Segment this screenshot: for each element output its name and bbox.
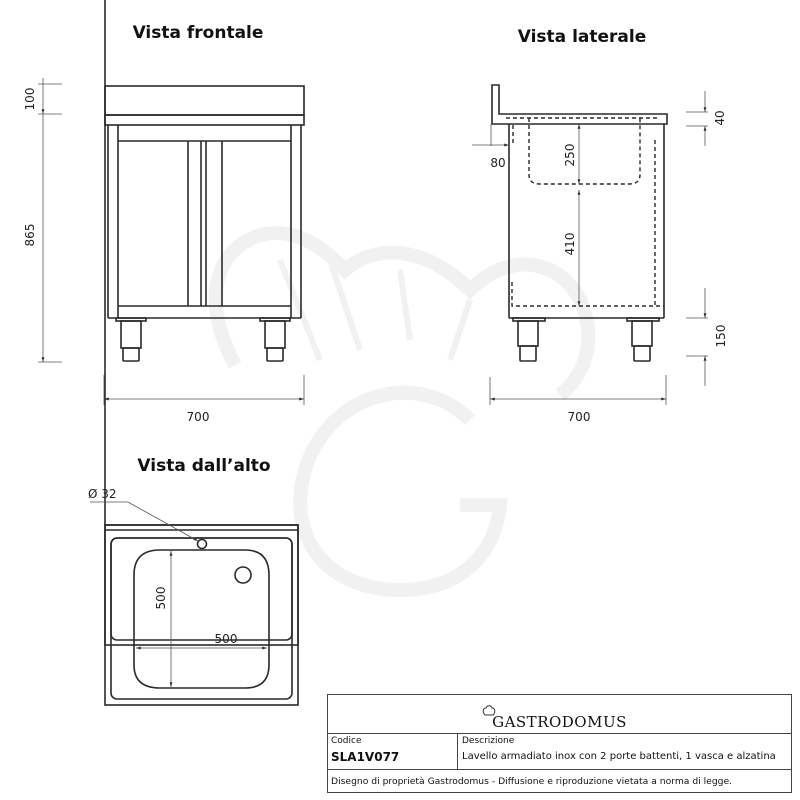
brand-logo: GASTRODOMUS <box>482 705 627 733</box>
top-view: Ø 32 500 500 <box>88 0 299 706</box>
side-leg-height-dim: 150 <box>714 325 728 348</box>
front-width-dim: 700 <box>187 410 210 424</box>
side-view-title: Vista laterale <box>518 27 647 47</box>
description-label: Descrizione <box>462 736 515 746</box>
drain-hole-icon <box>234 566 252 584</box>
front-body-height-dim: 865 <box>23 224 37 247</box>
side-basin-depth-dim: 250 <box>563 144 577 167</box>
code-value: SLA1V077 <box>331 750 400 764</box>
code-cell: Codice SLA1V077 <box>328 734 458 769</box>
chef-hat-g-logo-icon <box>208 226 596 598</box>
description-cell: Descrizione Lavello armadiato inox con 2… <box>458 734 791 769</box>
brand-name: GASTRODOMUS <box>492 713 627 731</box>
top-basin-depth-dim: 500 <box>154 587 168 610</box>
front-view: 100 865 700 <box>23 78 305 424</box>
front-view-title: Vista frontale <box>133 23 264 43</box>
top-basin-width-dim: 500 <box>215 632 238 646</box>
description-value: Lavello armadiato inox con 2 porte batte… <box>462 751 776 762</box>
tap-hole-icon <box>196 538 208 550</box>
side-basin-to-shelf-dim: 410 <box>563 233 577 256</box>
side-view: 80 40 250 410 150 700 <box>472 84 728 424</box>
tap-hole-diameter-dim: Ø 32 <box>88 487 117 501</box>
code-label: Codice <box>331 736 362 746</box>
side-backsplash-dim: 80 <box>490 156 505 170</box>
code-description-row: Codice SLA1V077 Descrizione Lavello arma… <box>328 734 791 770</box>
top-view-title: Vista dall’alto <box>137 456 270 476</box>
side-depth-dim: 700 <box>568 410 591 424</box>
side-top-thickness-dim: 40 <box>713 110 727 125</box>
title-block: GASTRODOMUS Codice SLA1V077 Descrizione … <box>327 694 792 793</box>
front-top-height-dim: 100 <box>23 88 37 111</box>
brand-row: GASTRODOMUS <box>328 695 791 734</box>
copyright-footer: Disegno di proprietà Gastrodomus - Diffu… <box>331 776 733 787</box>
chef-hat-icon <box>482 705 496 716</box>
